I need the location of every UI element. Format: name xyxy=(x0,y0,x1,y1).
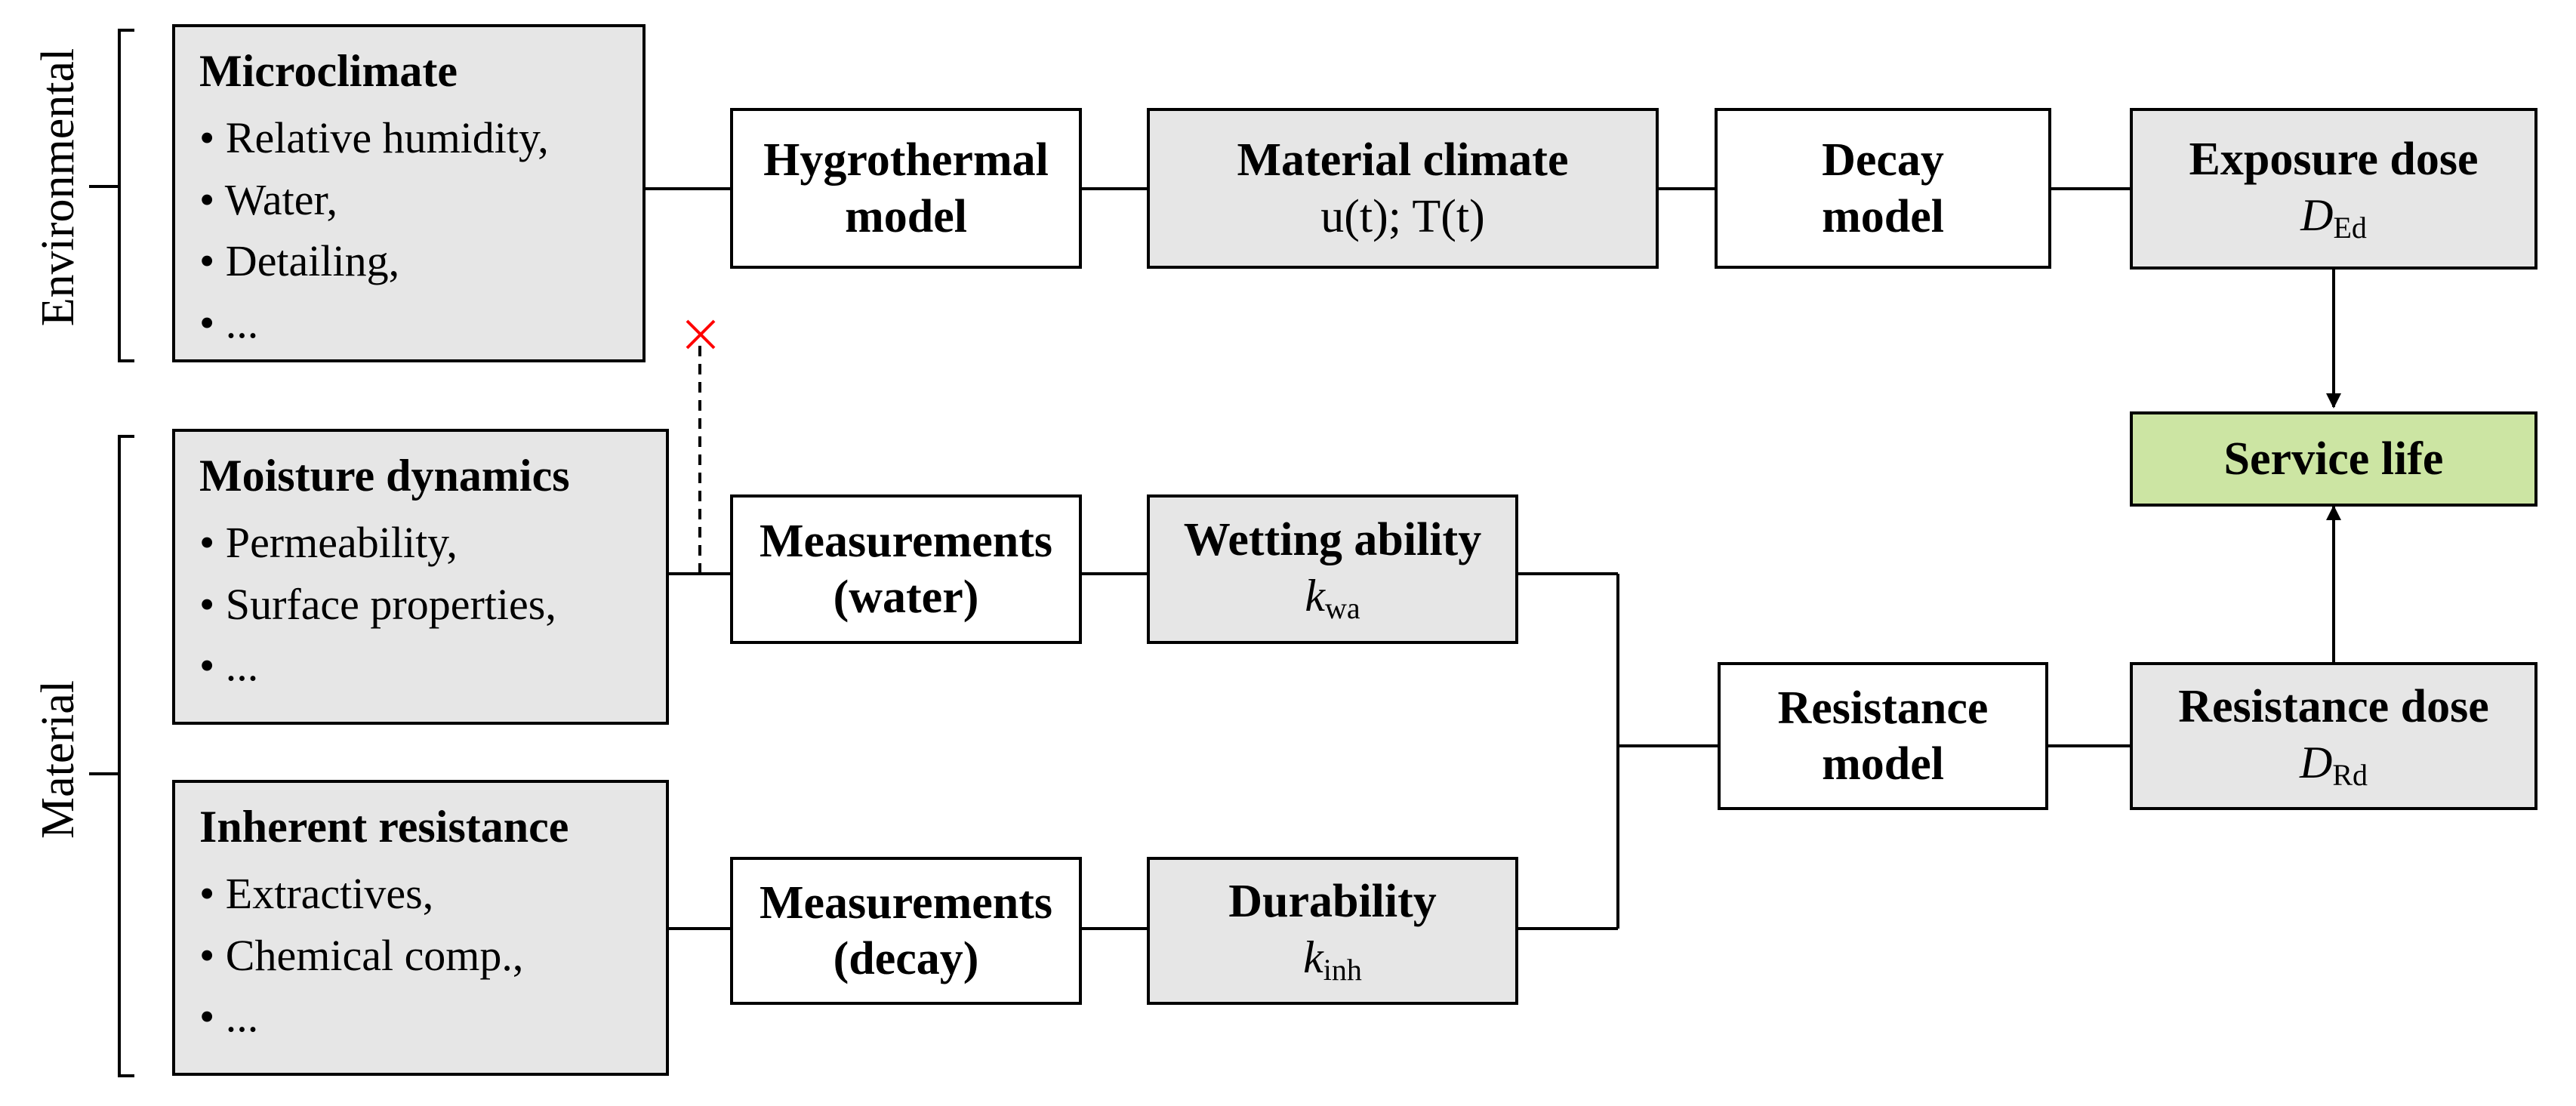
list-item: • Extractives, xyxy=(199,869,434,918)
environmental-label: Environmental xyxy=(32,48,84,327)
hygrothermal-model-line1: Hygrothermal xyxy=(763,134,1049,186)
durability-box: Durability kinh xyxy=(1147,857,1518,1005)
list-item: • Detailing, xyxy=(199,236,400,286)
material-climate-box: Material climate u(t); T(t) xyxy=(1147,108,1659,269)
list-item: • ... xyxy=(199,641,259,691)
list-item: • Relative humidity, xyxy=(199,113,549,162)
durability-title: Durability xyxy=(1228,876,1437,928)
material-climate-value: u(t); T(t) xyxy=(1320,190,1485,242)
hygrothermal-model-box: Hygrothermal model xyxy=(730,108,1082,269)
environmental-bracket xyxy=(118,29,134,362)
service-life-title: Service life xyxy=(2223,433,2444,485)
decay-model-box: Decay model xyxy=(1715,108,2051,269)
list-item: • Surface properties, xyxy=(199,579,556,629)
measurements-decay-line1: Measurements xyxy=(760,876,1052,929)
service-life-box: Service life xyxy=(2130,411,2537,507)
red-x-icon xyxy=(686,319,716,350)
material-climate-title: Material climate xyxy=(1237,134,1569,186)
list-item: • Chemical comp., xyxy=(199,930,524,980)
resistance-dose-box: Resistance dose DRd xyxy=(2130,662,2537,810)
resistance-dose-title: Resistance dose xyxy=(2178,681,2489,733)
measurements-water-line1: Measurements xyxy=(760,515,1052,567)
wetting-ability-box: Wetting ability kwa xyxy=(1147,494,1518,644)
list-item: • ... xyxy=(199,297,259,347)
exposure-dose-title: Exposure dose xyxy=(2189,134,2479,186)
exposure-dose-symbol: DEd xyxy=(2300,189,2367,245)
measurements-decay-box: Measurements (decay) xyxy=(730,857,1082,1005)
material-bracket xyxy=(118,435,134,1077)
decay-model-line1: Decay xyxy=(1822,134,1944,186)
exposure-dose-box: Exposure dose DEd xyxy=(2130,108,2537,270)
decay-model-line2: model xyxy=(1822,190,1944,242)
measurements-decay-line2: (decay) xyxy=(833,933,979,984)
list-item: • Water, xyxy=(199,174,337,224)
measurements-water-box: Measurements (water) xyxy=(730,494,1082,644)
measurements-water-line2: (water) xyxy=(833,571,979,623)
resistance-model-box: Resistance model xyxy=(1718,662,2048,810)
material-label: Material xyxy=(32,680,84,840)
microclimate-box: Microclimate • Relative humidity, • Wate… xyxy=(172,24,646,362)
list-item: • ... xyxy=(199,992,259,1042)
inherent-resistance-title: Inherent resistance xyxy=(199,802,569,852)
inherent-resistance-box: Inherent resistance • Extractives, • Che… xyxy=(172,780,669,1076)
resistance-model-line1: Resistance xyxy=(1777,682,1989,734)
microclimate-title: Microclimate xyxy=(199,46,458,96)
moisture-dynamics-box: Moisture dynamics • Permeability, • Surf… xyxy=(172,429,669,725)
durability-symbol: kinh xyxy=(1303,932,1362,987)
resistance-dose-symbol: DRd xyxy=(2299,737,2368,792)
resistance-model-line2: model xyxy=(1822,738,1944,790)
moisture-dynamics-title: Moisture dynamics xyxy=(199,451,570,501)
wetting-ability-title: Wetting ability xyxy=(1183,514,1482,566)
hygrothermal-model-line2: model xyxy=(845,190,967,242)
list-item: • Permeability, xyxy=(199,518,458,567)
wetting-ability-symbol: kwa xyxy=(1305,570,1360,625)
